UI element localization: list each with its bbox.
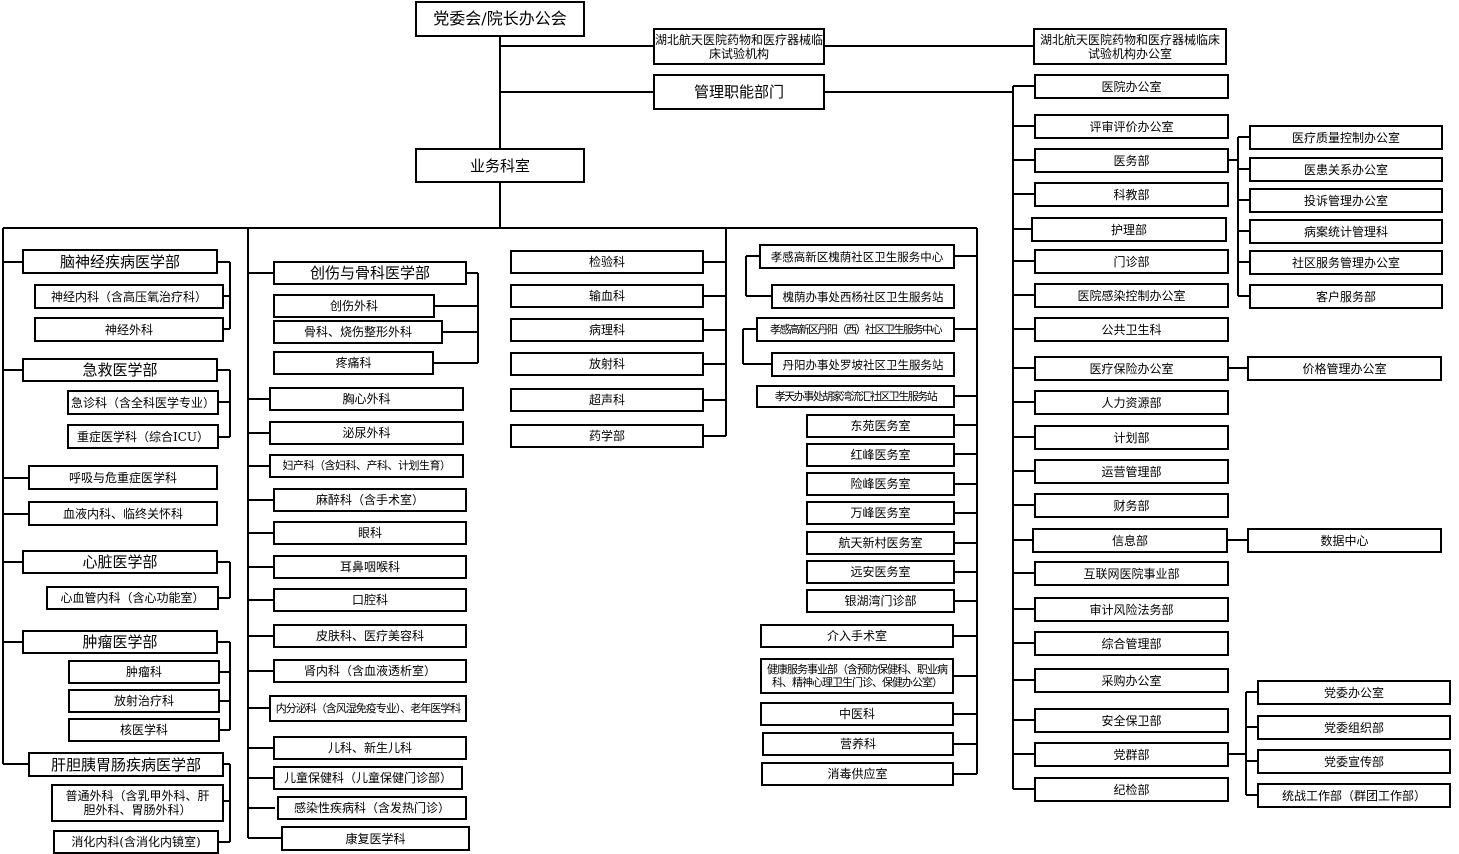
- pharmacy-dept: 药学部: [510, 424, 704, 448]
- operations-dept: 运营管理部: [1034, 459, 1229, 484]
- nutrition-dept: 营养科: [762, 732, 954, 756]
- tumor-division: 肿瘤医学部: [22, 630, 218, 654]
- outpatient-dept: 门诊部: [1034, 249, 1229, 274]
- quality-control-office: 医疗质量控制办公室: [1249, 125, 1443, 150]
- planning-dept: 计划部: [1034, 425, 1229, 450]
- huaiyin-community-center: 孝感高新区槐荫社区卫生服务中心: [759, 244, 955, 269]
- infection-control-office: 医院感染控制办公室: [1034, 283, 1229, 308]
- yinhu-outpatient: 银湖湾门诊部: [806, 589, 955, 613]
- hematology-dept: 血液内科、临终关怀科: [28, 501, 218, 526]
- community-service-office: 社区服务管理办公室: [1249, 250, 1443, 275]
- nursing-dept: 护理部: [1031, 217, 1227, 242]
- party-publicity-dept: 党委宣传部: [1257, 749, 1451, 774]
- nephrology-dept: 肾内科（含血液透析室）: [273, 659, 467, 683]
- medical-dept: 医务部: [1034, 148, 1229, 173]
- infectious-disease-dept: 感染性疾病科（含发热门诊）: [277, 796, 467, 820]
- united-front-dept: 统战工作部（群团工作部）: [1257, 783, 1451, 808]
- icu-dept: 重症医学科（综合ICU）: [67, 424, 219, 449]
- medical-records-dept: 病案统计管理科: [1249, 219, 1443, 244]
- cardiac-division: 心脏医学部: [22, 550, 218, 574]
- health-service-division: 健康服务事业部（含预防保健科、职业病科、精神心理卫生门诊、保健办公室）: [760, 658, 954, 694]
- trauma-ortho-division: 创伤与骨科医学部: [273, 261, 467, 285]
- radiology-dept: 放射科: [510, 352, 704, 376]
- patient-relations-office: 医患关系办公室: [1249, 157, 1443, 182]
- hospital-office: 医院办公室: [1034, 74, 1229, 99]
- hangtian-clinic: 航天新村医务室: [806, 531, 955, 555]
- ent-dept: 耳鼻咽喉科: [273, 555, 467, 579]
- urology-dept: 泌尿外科: [269, 421, 464, 445]
- ophthalmology-dept: 眼科: [273, 521, 467, 545]
- respiratory-dept: 呼吸与危重症医学科: [28, 465, 218, 490]
- cardiology-dept: 心血管内科（含心功能室）: [46, 586, 219, 610]
- laboratory-dept: 检验科: [510, 250, 704, 274]
- hepatobiliary-division: 肝胆胰胃肠疾病医学部: [28, 752, 224, 777]
- procurement-office: 采购办公室: [1034, 668, 1229, 693]
- dongyuan-clinic: 东苑医务室: [806, 414, 955, 438]
- party-mass-dept: 党群部: [1034, 742, 1229, 767]
- education-dept: 科教部: [1034, 182, 1229, 207]
- party-committee-office: 党委办公室: [1257, 680, 1451, 705]
- child-health-dept: 儿童保健科（儿童保健门诊部）: [273, 766, 463, 790]
- anesthesia-dept: 麻醉科（含手术室）: [273, 488, 467, 512]
- dermatology-dept: 皮肤科、医疗美容科: [273, 624, 467, 648]
- luopo-community-station: 丹阳办事处罗坡社区卫生服务站: [771, 352, 955, 377]
- discipline-dept: 纪检部: [1034, 777, 1229, 802]
- endocrinology-dept: 内分泌科（含风湿免疫专业）、老年医学科: [269, 695, 467, 722]
- dental-dept: 口腔科: [273, 588, 467, 612]
- xianfeng-clinic: 险峰医务室: [806, 472, 955, 496]
- huiliu-community-station: 孝天办事处胡家湾流汇社区卫生服务站: [756, 385, 955, 408]
- finance-dept: 财务部: [1034, 493, 1229, 518]
- clinical-trial-node: 湖北航天医院药物和医疗器械临床试验机构: [653, 28, 825, 65]
- radiotherapy-dept: 放射治疗科: [68, 689, 220, 713]
- wanfeng-clinic: 万峰医务室: [806, 501, 955, 525]
- business-node: 业务科室: [415, 148, 585, 183]
- tcm-dept: 中医科: [760, 702, 954, 726]
- sterile-supply-room: 消毒供应室: [761, 762, 954, 786]
- trauma-surgery-dept: 创伤外科: [273, 294, 435, 318]
- complaint-office: 投诉管理办公室: [1249, 188, 1443, 213]
- hongfeng-clinic: 红峰医务室: [806, 443, 955, 467]
- yuanan-clinic: 远安医务室: [806, 560, 955, 584]
- intervention-room: 介入手术室: [760, 624, 954, 648]
- general-management-dept: 综合管理部: [1034, 631, 1229, 656]
- ultrasound-dept: 超声科: [510, 388, 704, 412]
- evaluation-office: 评审评价办公室: [1034, 114, 1229, 139]
- transfusion-dept: 输血科: [510, 284, 704, 308]
- root-node: 党委会/院长办公会: [415, 1, 585, 37]
- danyang-community-center: 孝感高新区丹阳（西）社区卫生服务中心: [756, 317, 955, 342]
- gastroenterology-dept: 消化内科(含消化内镜室): [53, 830, 219, 854]
- pain-dept: 疼痛科: [273, 351, 434, 375]
- neuro-division: 脑神经疾病医学部: [22, 249, 218, 274]
- price-management-office: 价格管理办公室: [1247, 356, 1442, 381]
- ortho-burn-dept: 骨科、烧伤整形外科: [273, 320, 443, 344]
- thoracic-surgery-dept: 胸心外科: [269, 387, 464, 411]
- neurosurgery-dept: 神经外科: [34, 317, 224, 342]
- emergency-clinic-dept: 急诊科（含全科医学专业）: [67, 390, 219, 415]
- rehabilitation-dept: 康复医学科: [281, 826, 470, 851]
- customer-service-dept: 客户服务部: [1249, 284, 1443, 309]
- oncology-dept: 肿瘤科: [68, 660, 220, 684]
- audit-legal-dept: 审计风险法务部: [1034, 597, 1229, 622]
- clinical-trial-office-node: 湖北航天医院药物和医疗器械临床试验机构办公室: [1033, 28, 1227, 65]
- information-dept: 信息部: [1032, 528, 1228, 553]
- emergency-division: 急救医学部: [22, 358, 218, 382]
- public-health-dept: 公共卫生科: [1034, 317, 1229, 342]
- general-surgery-dept: 普通外科（含乳甲外科、肝胆外科、胃肠外科）: [51, 784, 224, 822]
- party-organization-dept: 党委组织部: [1257, 715, 1451, 740]
- management-node: 管理职能部门: [653, 74, 825, 110]
- hr-dept: 人力资源部: [1034, 390, 1229, 415]
- insurance-office: 医疗保险办公室: [1034, 356, 1229, 381]
- nuclear-medicine-dept: 核医学科: [68, 718, 220, 742]
- pediatrics-dept: 儿科、新生儿科: [273, 736, 467, 760]
- obgyn-dept: 妇产科（含妇科、产科、计划生育）: [269, 454, 464, 478]
- neurology-dept: 神经内科（含高压氧治疗科）: [34, 284, 224, 309]
- data-center: 数据中心: [1247, 528, 1442, 553]
- pathology-dept: 病理科: [510, 318, 704, 342]
- xiyang-community-station: 槐荫办事处西杨社区卫生服务站: [771, 284, 955, 309]
- security-dept: 安全保卫部: [1034, 708, 1229, 733]
- internet-hospital-dept: 互联网医院事业部: [1034, 561, 1229, 586]
